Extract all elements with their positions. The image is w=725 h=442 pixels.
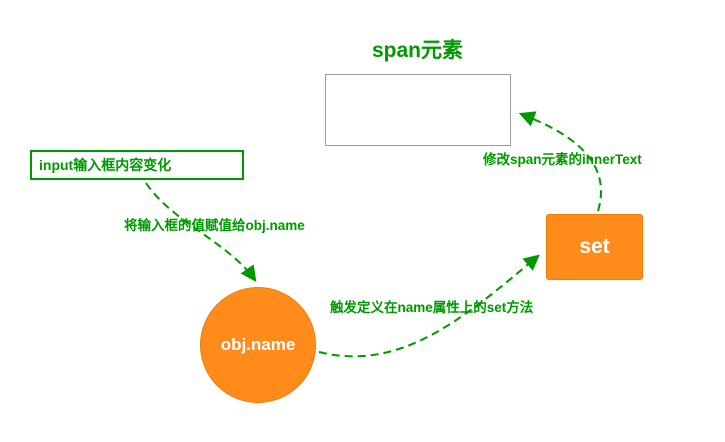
diagram-title: span元素 [371,39,463,62]
obj-name-label: obj.name [220,335,296,354]
edge-label-modify-innertext: 修改span元素的innerText [483,152,642,167]
input-change-box: input输入框内容变化 [30,150,244,180]
set-node: set [546,214,643,280]
set-label: set [579,235,610,258]
edge-label-trigger-set: 触发定义在name属性上的set方法 [330,300,534,315]
input-change-label: input输入框内容变化 [39,157,172,173]
obj-name-node: obj.name [200,287,316,403]
edge-label-assign-to-objname: 将输入框的值赋值给obj.name [124,218,305,233]
span-element-box [325,74,511,146]
